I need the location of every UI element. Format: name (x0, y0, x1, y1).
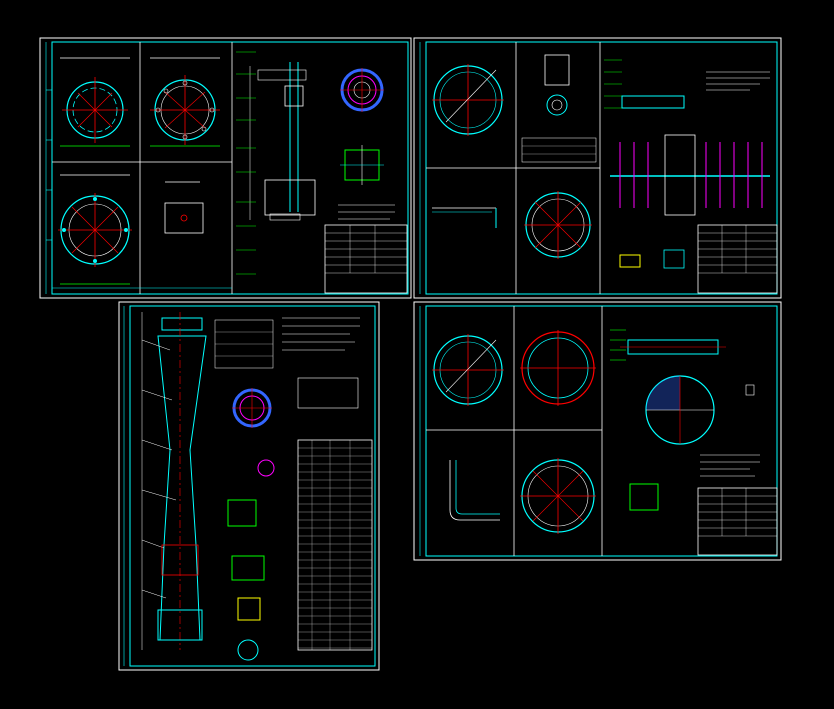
pipe-assembly (610, 329, 760, 511)
bolt-circle-plate (150, 57, 220, 147)
title-block (697, 224, 778, 294)
bracket-detail (521, 54, 597, 163)
details-column (214, 319, 275, 661)
title-block (324, 224, 408, 294)
ring-plate-a (432, 334, 504, 406)
panel-grid (426, 306, 603, 556)
square-plate (164, 181, 204, 234)
panel-grid (52, 42, 233, 294)
ring-detail (338, 68, 395, 220)
split-ring (432, 64, 504, 136)
spray-arm-assembly (604, 59, 770, 269)
panel-grid (426, 42, 601, 294)
sheet-top-left (39, 37, 412, 299)
angle-bar (432, 207, 497, 228)
notes-and-parts-list (282, 317, 373, 651)
margin-strip (45, 42, 52, 294)
scalloped-plate (520, 458, 596, 534)
sheet-bottom-right (413, 301, 782, 561)
sheet-bottom-left (118, 301, 380, 671)
spoked-ring (524, 191, 592, 259)
slotted-ring-plate (60, 57, 130, 147)
ring-plate-b (520, 330, 596, 406)
title-block (697, 487, 778, 556)
sheet-top-right (413, 37, 782, 299)
flange-plate (58, 174, 132, 285)
tower-elevation (141, 312, 207, 650)
bent-bar (449, 460, 500, 521)
column-elevation (236, 51, 316, 275)
